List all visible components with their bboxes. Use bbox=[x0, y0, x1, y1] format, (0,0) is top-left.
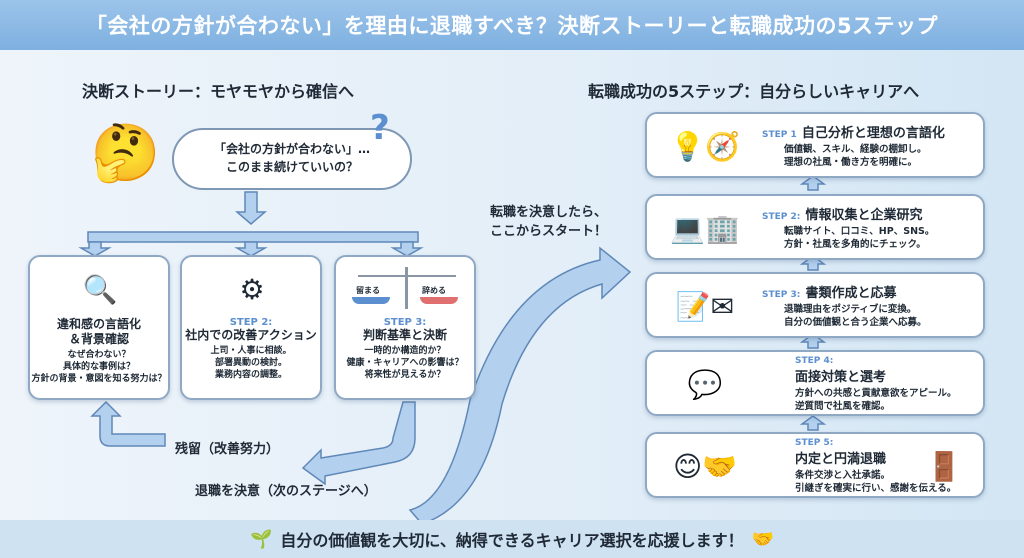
start-label: 転職を決意したら、 ここからスタート！ bbox=[490, 203, 607, 241]
step-line: 引継ぎを確実に行い、感謝を伝える。 bbox=[795, 483, 957, 494]
person-compass-icon: 💡🧭 bbox=[670, 129, 740, 163]
step-line: 条件交渉と入社承諾。 bbox=[795, 470, 891, 481]
box-line: 具体的な事例は？ bbox=[62, 362, 135, 372]
step-title: 情報収集と企業研究 bbox=[805, 208, 923, 223]
box-title: ＆背景確認 bbox=[68, 332, 129, 346]
arrow-up-r2 bbox=[799, 255, 827, 271]
step-label: STEP 3: bbox=[383, 317, 427, 328]
exit-door-icon: 🚪 bbox=[926, 449, 962, 483]
box-line: 一時的か構造的か？ bbox=[364, 346, 446, 356]
interview-icon: 💬 bbox=[687, 367, 723, 401]
step-label: STEP 2: bbox=[762, 212, 801, 222]
step-title: 内定と円満退職 bbox=[795, 452, 887, 467]
scale-leave-label: 辞める bbox=[422, 286, 446, 295]
box-title: 社内での改善アクション bbox=[185, 328, 317, 342]
worried-person-icon: 🤔 bbox=[90, 120, 161, 186]
step-line: 転職サイト、口コミ、HP、SNS。 bbox=[784, 226, 935, 237]
box-line: 上司・人事に相談。 bbox=[210, 346, 292, 356]
thought-line: 「会社の方針が合わない」… bbox=[213, 142, 370, 156]
arrow-down-2 bbox=[234, 241, 268, 257]
box-line: 健康・キャリアへの影響は？ bbox=[346, 358, 464, 368]
decision-box-2: ⚙ STEP 2: 社内での改善アクション 上司・人事に相談。部署異動の検討。業… bbox=[180, 255, 322, 400]
box-line: なぜ合わない？ bbox=[67, 350, 131, 360]
stay-label: 残留（改善努力） bbox=[175, 442, 280, 457]
document-mail-icon: 📝✉ bbox=[675, 289, 735, 323]
handshake-gear-icon: ⚙ bbox=[239, 272, 265, 306]
career-step-1: 💡🧭 STEP 1 自己分析と理想の言語化 価値観、スキル、経験の棚卸し。理想の… bbox=[645, 112, 985, 178]
arrow-up-r4 bbox=[799, 415, 827, 431]
footer-message: 自分の価値観を大切に、納得できるキャリア選択を応援します！ bbox=[280, 531, 744, 550]
step-line: 逆質問で社風を確認。 bbox=[795, 401, 891, 412]
arrow-stay-back bbox=[90, 400, 166, 447]
step-line: 理想の社風・働き方を明確に。 bbox=[784, 157, 918, 168]
thought-line: このまま続けていいの？ bbox=[225, 160, 358, 174]
career-step-4: 💬 STEP 4: 面接対策と選考 方針への共感と貢献意欲をアピール。逆質問で社風… bbox=[645, 350, 985, 416]
notebook-magnifier-icon: 🔍 bbox=[82, 272, 118, 306]
decision-box-3: 留まる 辞める STEP 3: 判断基準と決断 一時的か構造的か？ 健康・キャリア… bbox=[334, 255, 476, 400]
step-label: STEP 4: bbox=[795, 356, 834, 366]
handshake-icon: 🤝 bbox=[751, 528, 775, 550]
start-line: 転職を決意したら、 bbox=[490, 205, 608, 220]
box-title: 違和感の言語化 bbox=[56, 317, 141, 331]
step-label: STEP 1 bbox=[762, 130, 797, 140]
step-line: 方針・社風を多角的にチェック。 bbox=[784, 239, 926, 250]
page-title: 「会社の方針が合わない」を理由に退職すべき？決断ストーリーと転職成功の5ステップ bbox=[85, 14, 939, 38]
laptop-research-icon: 💻🏢 bbox=[670, 211, 740, 245]
arrow-down-1 bbox=[78, 241, 112, 257]
sprout-hand-icon: 🌱 bbox=[249, 528, 273, 550]
career-step-3: 📝✉ STEP 3: 書類作成と応募 退職理由をポジティブに変換。自分の価値観と… bbox=[645, 272, 985, 338]
arrow-branch-bar bbox=[87, 231, 419, 243]
step-title: 書類作成と応募 bbox=[805, 286, 897, 301]
question-mark-icon: ? bbox=[370, 108, 390, 148]
arrow-big-curve bbox=[408, 246, 632, 525]
footer-banner: 🌱 自分の価値観を大切に、納得できるキャリア選択を応援します！ 🤝 bbox=[0, 520, 1024, 558]
step-line: 方針への共感と貢献意欲をアピール。 bbox=[795, 388, 957, 399]
step-line: 価値観、スキル、経験の棚卸し。 bbox=[784, 144, 927, 155]
arrow-to-leave bbox=[301, 401, 416, 486]
arrow-up-r3 bbox=[799, 333, 827, 349]
step-label: STEP 5: bbox=[795, 438, 834, 448]
box-line: 方針の背景・意図を知る努力は？ bbox=[31, 374, 167, 384]
step-line: 自分の価値観と合う企業へ応募。 bbox=[784, 317, 927, 328]
arrow-up-r1 bbox=[799, 175, 827, 191]
career-step-5: 😊🤝 🚪 STEP 5: 内定と円満退職 条件交渉と入社承諾。引継ぎを確実に行い、… bbox=[645, 432, 985, 498]
right-heading: 転職成功の5ステップ：自分らしいキャリアへ bbox=[588, 82, 920, 101]
handshake-smile-icon: 😊🤝 bbox=[672, 449, 738, 483]
box-line: 部署異動の検討。 bbox=[214, 358, 287, 368]
thought-bubble: 「会社の方針が合わない」… このまま続けていいの？ bbox=[172, 128, 412, 190]
start-line: ここからスタート！ bbox=[490, 224, 608, 239]
leave-label: 退職を決意（次のステージへ） bbox=[195, 484, 377, 499]
step-label: STEP 2: bbox=[229, 317, 273, 328]
decision-box-1: 🔍 違和感の言語化 ＆背景確認 なぜ合わない？ 具体的な事例は？ 方針の背景・意図を… bbox=[28, 255, 170, 400]
arrow-down-main bbox=[234, 191, 268, 225]
box-line: 業務内容の調整。 bbox=[214, 370, 287, 380]
step-line: 退職理由をポジティブに変換。 bbox=[784, 304, 917, 315]
step-title: 自己分析と理想の言語化 bbox=[801, 126, 945, 141]
step-title: 面接対策と選考 bbox=[795, 370, 887, 385]
balance-scale-icon: 留まる 辞める bbox=[350, 267, 462, 312]
box-line: 将来性が見えるか？ bbox=[364, 370, 446, 380]
step-label: STEP 3: bbox=[762, 290, 801, 300]
title-banner: 「会社の方針が合わない」を理由に退職すべき？決断ストーリーと転職成功の5ステップ bbox=[0, 0, 1024, 50]
left-heading: 決断ストーリー：モヤモヤから確信へ bbox=[82, 82, 355, 101]
arrow-down-3 bbox=[390, 241, 424, 257]
box-title: 判断基準と決断 bbox=[362, 328, 447, 342]
scale-stay-label: 留まる bbox=[356, 286, 380, 295]
career-step-2: 💻🏢 STEP 2: 情報収集と企業研究 転職サイト、口コミ、HP、SNS。方針… bbox=[645, 194, 985, 260]
